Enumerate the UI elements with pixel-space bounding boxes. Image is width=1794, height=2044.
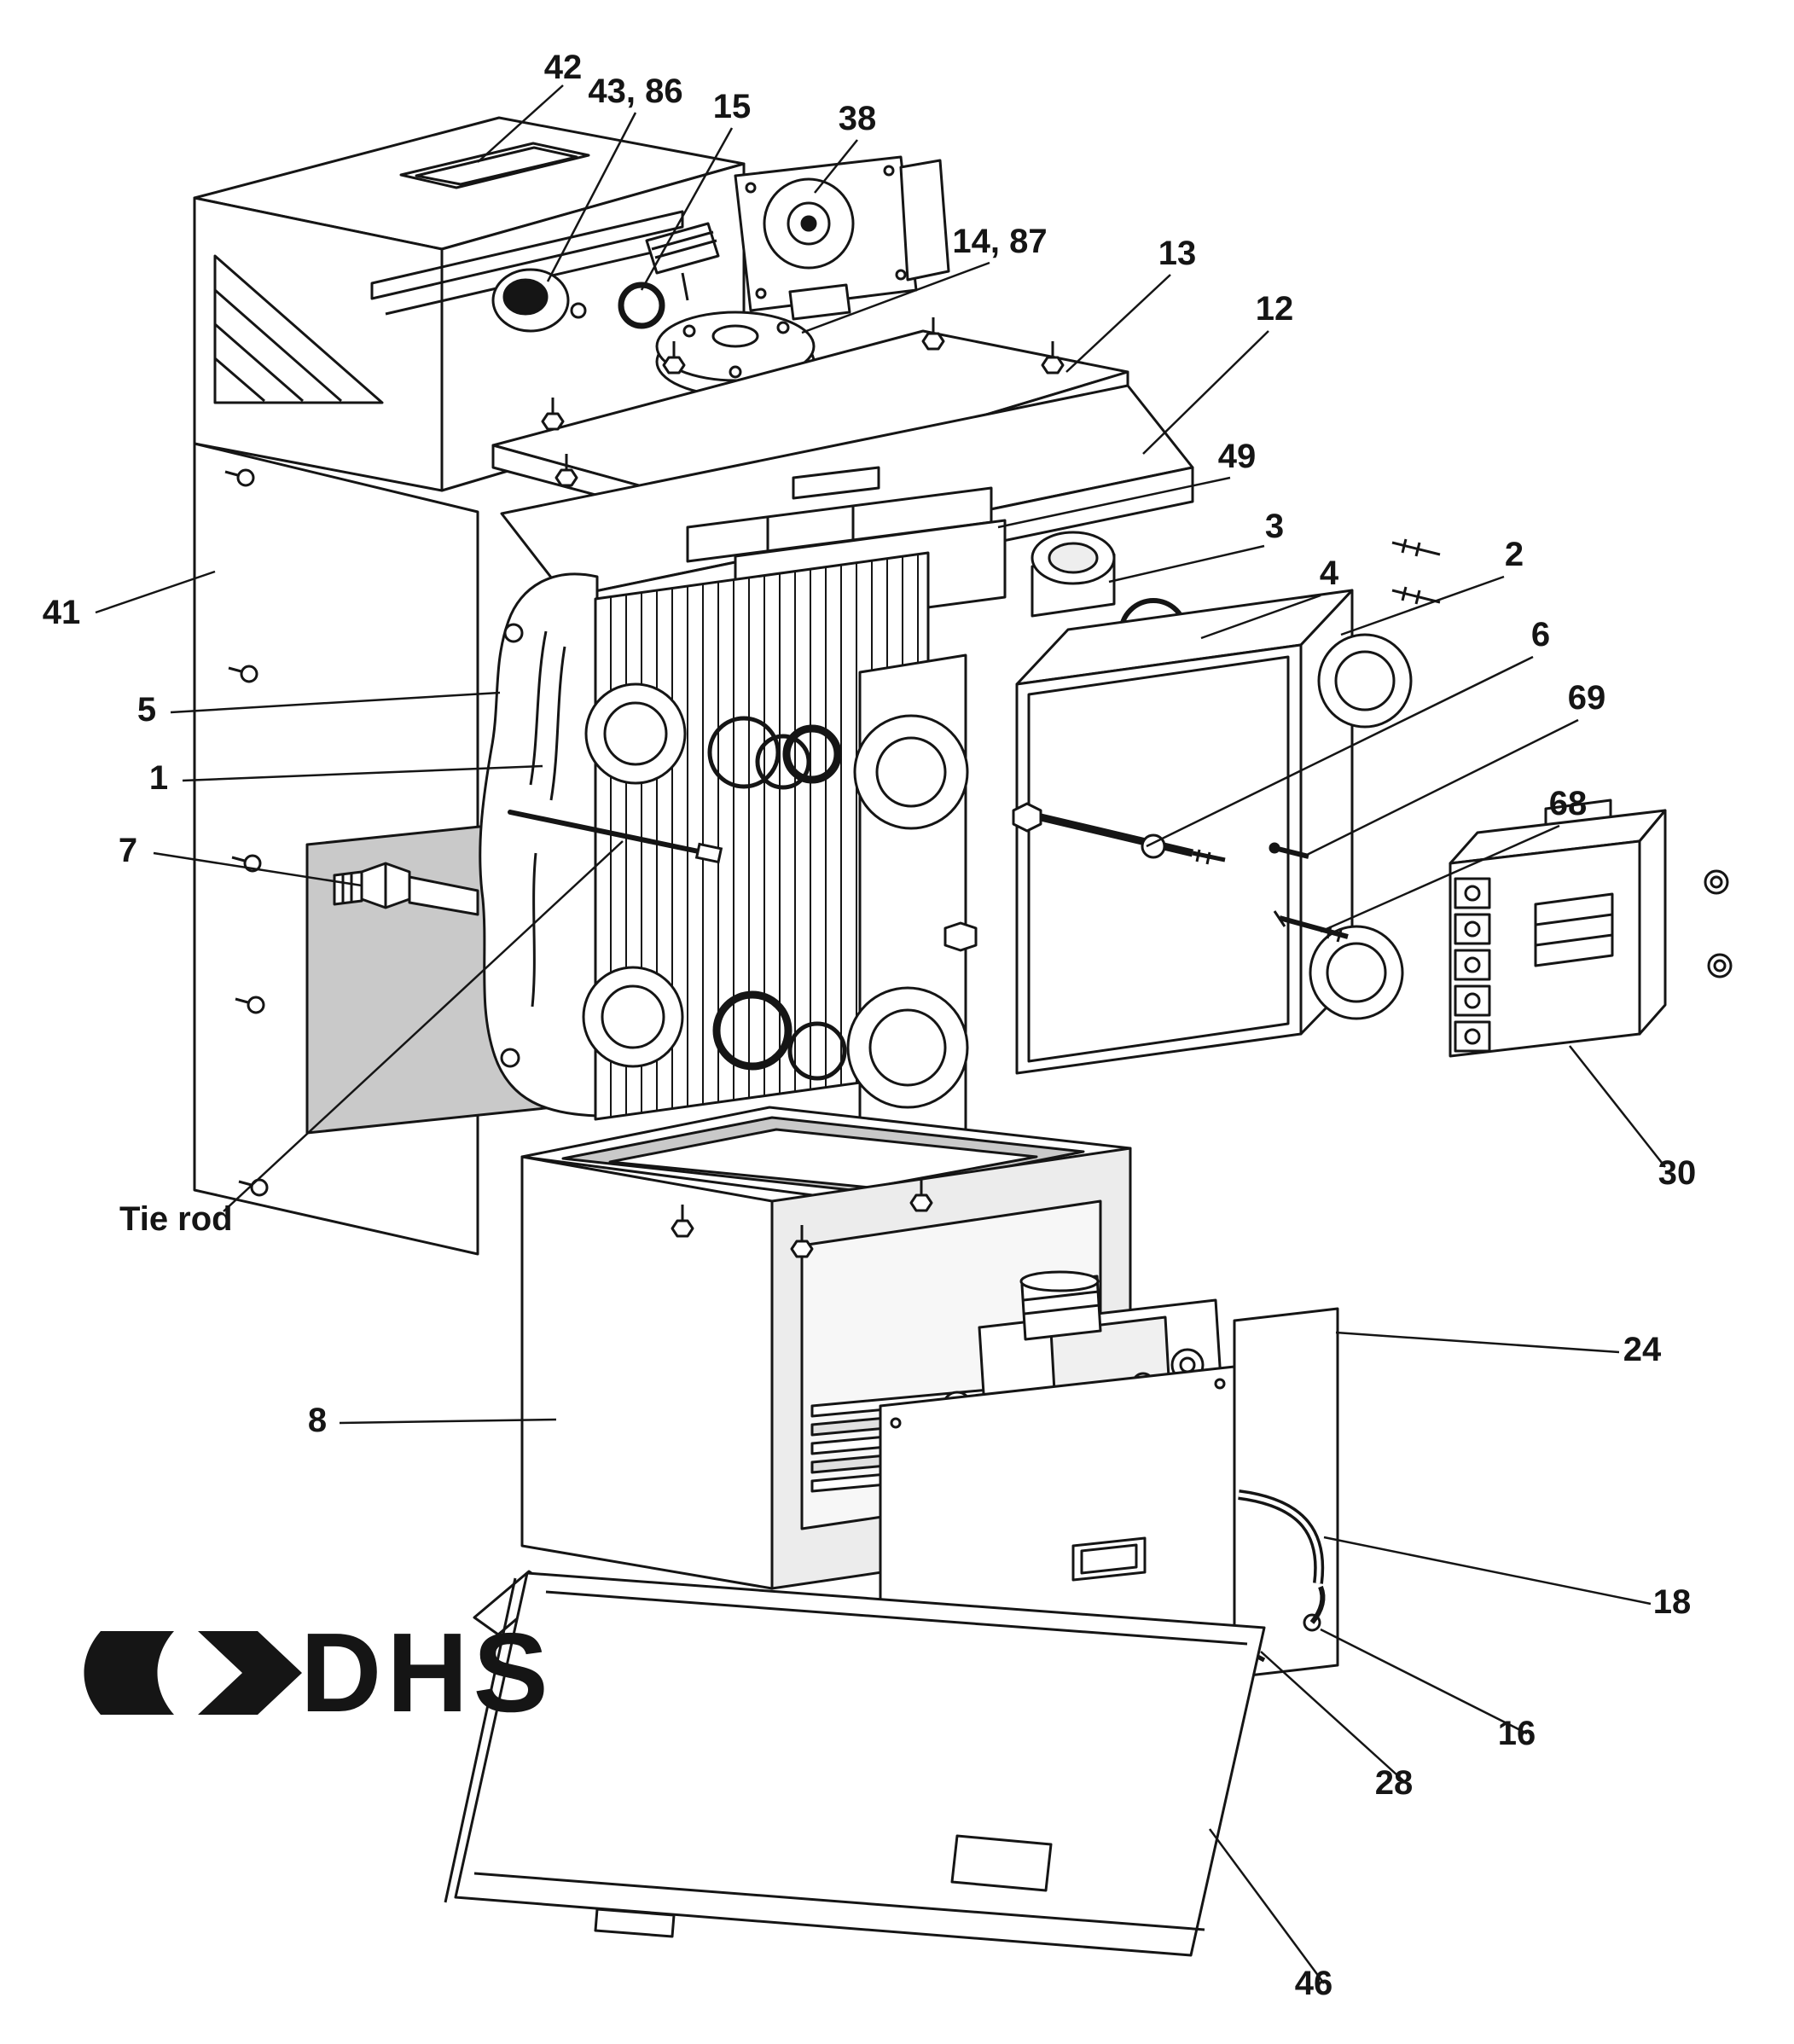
leader-68 [1320,824,1560,933]
part-labels: 42 43, 86 15 38 14, 87 13 12 49 3 4 2 6 … [43,49,1697,2002]
part-label-6: 6 [1531,616,1550,653]
part-label-tie-rod: Tie rod [119,1200,233,1238]
rear-jacket-panel-drawing [193,116,746,1256]
part-label-15: 15 [713,88,752,125]
leader-1 [182,764,543,782]
leader-lines [95,84,1666,1984]
part-label-5: 5 [137,691,156,729]
part-label-14-87: 14, 87 [952,223,1047,260]
hex-nut [943,921,978,952]
leader-41 [95,570,216,614]
leader-42 [477,84,564,163]
leader-8 [339,1418,557,1425]
heat-exchanger-drawing [582,531,1116,1121]
sight-glass [1071,1536,1147,1582]
leader-38 [814,139,858,194]
top-cover-plate [399,142,590,189]
long-bolt-6 [1012,802,1042,833]
water-header-casting-drawing [479,572,599,1118]
leader-2 [1340,575,1505,636]
leader-12 [1142,330,1269,455]
leader-3 [1108,544,1265,584]
part-label-28: 28 [1375,1764,1414,1802]
part-label-41: 41 [43,594,81,631]
dhs-logo-arrow-icon [198,1631,302,1715]
part-label-38: 38 [839,100,877,137]
part-label-13: 13 [1158,235,1197,272]
part-label-69: 69 [1568,679,1606,717]
o-ring-bottom [712,990,792,1071]
dhs-logo: DHS [84,1610,554,1735]
leader-7 [153,851,363,887]
center-plate-drawing [846,653,978,1155]
fan-assembly-drawing [734,155,950,321]
part-label-43-86: 43, 86 [588,73,682,110]
part-label-18: 18 [1653,1583,1692,1621]
leader-tie-rod [223,840,624,1212]
leader-49 [997,476,1231,529]
part-label-3: 3 [1265,508,1284,545]
leader-4 [1200,594,1321,640]
leader-16 [1320,1628,1528,1735]
leader-28 [1260,1651,1407,1784]
part-label-12: 12 [1256,290,1294,328]
part-label-68: 68 [1549,785,1588,822]
leader-43-86 [546,112,637,282]
leader-46 [1208,1828,1326,1984]
screw-68 [1279,915,1349,939]
part-label-49: 49 [1218,438,1257,475]
part-label-42: 42 [544,49,583,86]
tie-rod-part [508,810,717,857]
part-label-4: 4 [1320,555,1339,592]
leader-15 [640,127,734,291]
part-label-24: 24 [1623,1331,1662,1368]
leader-69 [1306,718,1579,857]
o-ring-15 [618,282,665,329]
leader-13 [1065,274,1171,373]
leader-24 [1335,1331,1620,1354]
part-label-7: 7 [119,832,137,869]
leader-30 [1569,1045,1666,1168]
part-label-46: 46 [1295,1965,1333,2002]
leader-14-87 [801,261,990,334]
leader-5 [170,691,501,714]
leader-18 [1323,1536,1652,1606]
dhs-logo-text: DHS [300,1610,554,1735]
control-box-drawing [1449,798,1733,1058]
part-label-30: 30 [1658,1154,1697,1192]
base-panel-drawing [444,1570,1266,1957]
part-label-1: 1 [149,759,168,797]
part-label-2: 2 [1505,536,1524,573]
leader-6 [1146,655,1534,848]
pipe-union-drawing [333,862,479,916]
o-ring-top [782,724,842,784]
part-label-16: 16 [1498,1715,1536,1752]
part-label-8: 8 [308,1402,327,1439]
dhs-logo-crescent [84,1631,174,1715]
